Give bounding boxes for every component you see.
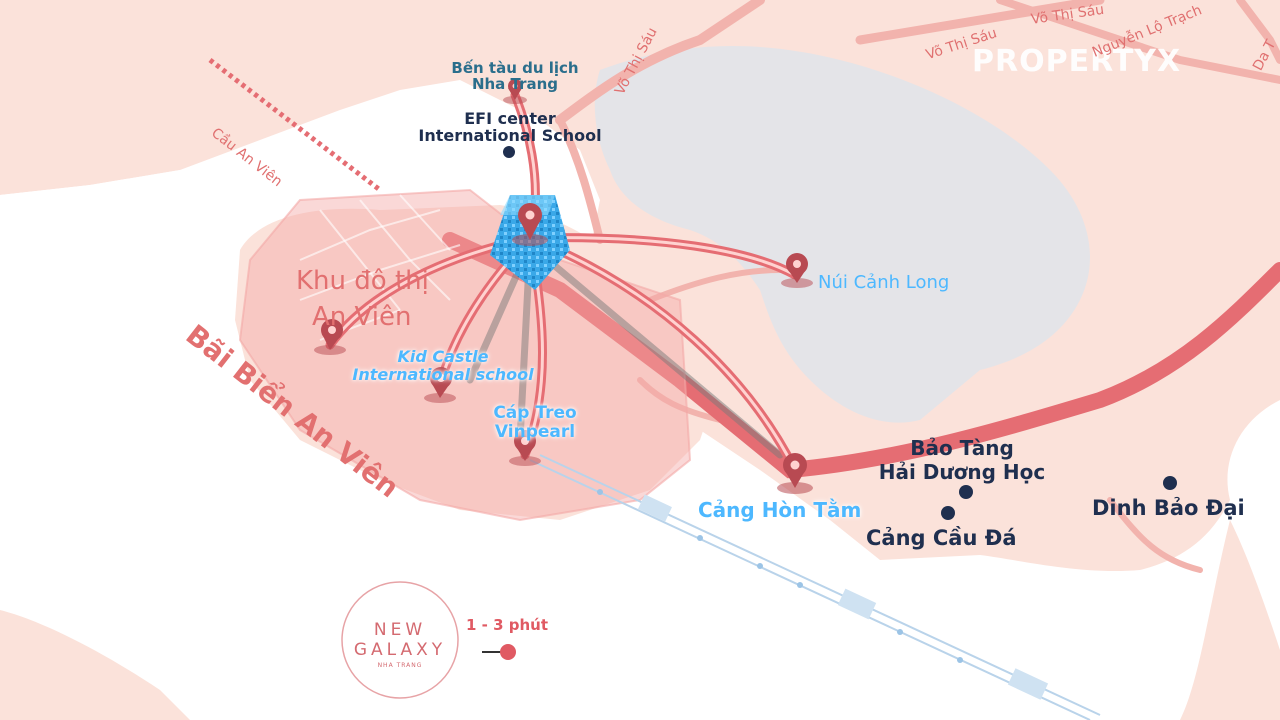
pin-ben-tau[interactable]	[503, 79, 527, 104]
propertyx-watermark: PROPERTYX	[972, 44, 1182, 79]
legend-time-label: 1 - 3 phút	[466, 616, 549, 634]
land-southwest	[0, 610, 190, 720]
sea-west	[0, 170, 200, 450]
label-dinh-bao-dai: Dinh Bảo Đại	[1092, 496, 1245, 520]
dot-dinh-bao-dai[interactable]	[1163, 476, 1177, 490]
road-network	[555, 0, 1280, 573]
label-efi-line1: EFI center	[464, 109, 556, 128]
label-bao-tang-line2: Hải Dương Học	[878, 460, 1046, 484]
pin-cang-hon-tam[interactable]	[777, 453, 813, 494]
pin-nui-canh-long[interactable]	[781, 253, 813, 288]
main-highway	[442, 232, 1280, 479]
label-bao-tang: Bảo Tàng Hải Dương Học	[862, 436, 1062, 484]
label-efi: EFI center International School	[400, 110, 620, 144]
label-efi-line2: International School	[418, 126, 602, 145]
label-cap-treo-line1: Cáp Treo	[493, 403, 577, 423]
label-cap-treo: Cáp Treo Vinpearl	[470, 404, 600, 442]
dot-bao-tang[interactable]	[959, 485, 973, 499]
dot-cang-cau-da[interactable]	[941, 506, 955, 520]
label-ben-tau: Bến tàu du lịch Nha Trang	[440, 60, 590, 92]
dot-efi[interactable]	[503, 146, 515, 158]
land-southeast	[1180, 520, 1280, 720]
legend-logo-ring	[341, 581, 459, 699]
label-nui-canh-long: Núi Cảnh Long	[818, 272, 950, 293]
area-label-khu-do-thi-1: Khu đô thị	[296, 266, 429, 296]
pin-project[interactable]	[512, 203, 548, 246]
label-cang-cau-da: Cảng Cầu Đá	[866, 526, 1017, 550]
label-ben-tau-line1: Bến tàu du lịch	[451, 59, 579, 77]
pin-kid-castle[interactable]	[424, 367, 456, 403]
label-kid-castle-line2: International school	[352, 365, 534, 384]
label-cang-hon-tam: Cảng Hòn Tằm	[698, 498, 862, 522]
label-kid-castle: Kid Castle International school	[318, 348, 568, 384]
legend-logo-galaxy: GALAXY	[353, 640, 447, 660]
legend-logo-nhatrang: NHA TRANG	[377, 662, 423, 669]
label-ben-tau-line2: Nha Trang	[471, 75, 559, 93]
label-kid-castle-line1: Kid Castle	[397, 347, 489, 366]
legend-route-marker	[482, 644, 516, 660]
label-cap-treo-line2: Vinpearl	[494, 422, 576, 442]
cable-car-line	[529, 454, 1101, 720]
area-label-khu-do-thi-2: An Viên	[312, 302, 412, 332]
pin-cap-treo[interactable]	[509, 430, 541, 466]
pin-khu-do-thi[interactable]	[314, 319, 346, 355]
legend-logo-new: NEW	[373, 620, 427, 640]
cau-an-vien-bridge	[208, 58, 382, 192]
nui-canh-long-area	[594, 46, 1090, 423]
label-bao-tang-line1: Bảo Tàng	[910, 436, 1014, 460]
